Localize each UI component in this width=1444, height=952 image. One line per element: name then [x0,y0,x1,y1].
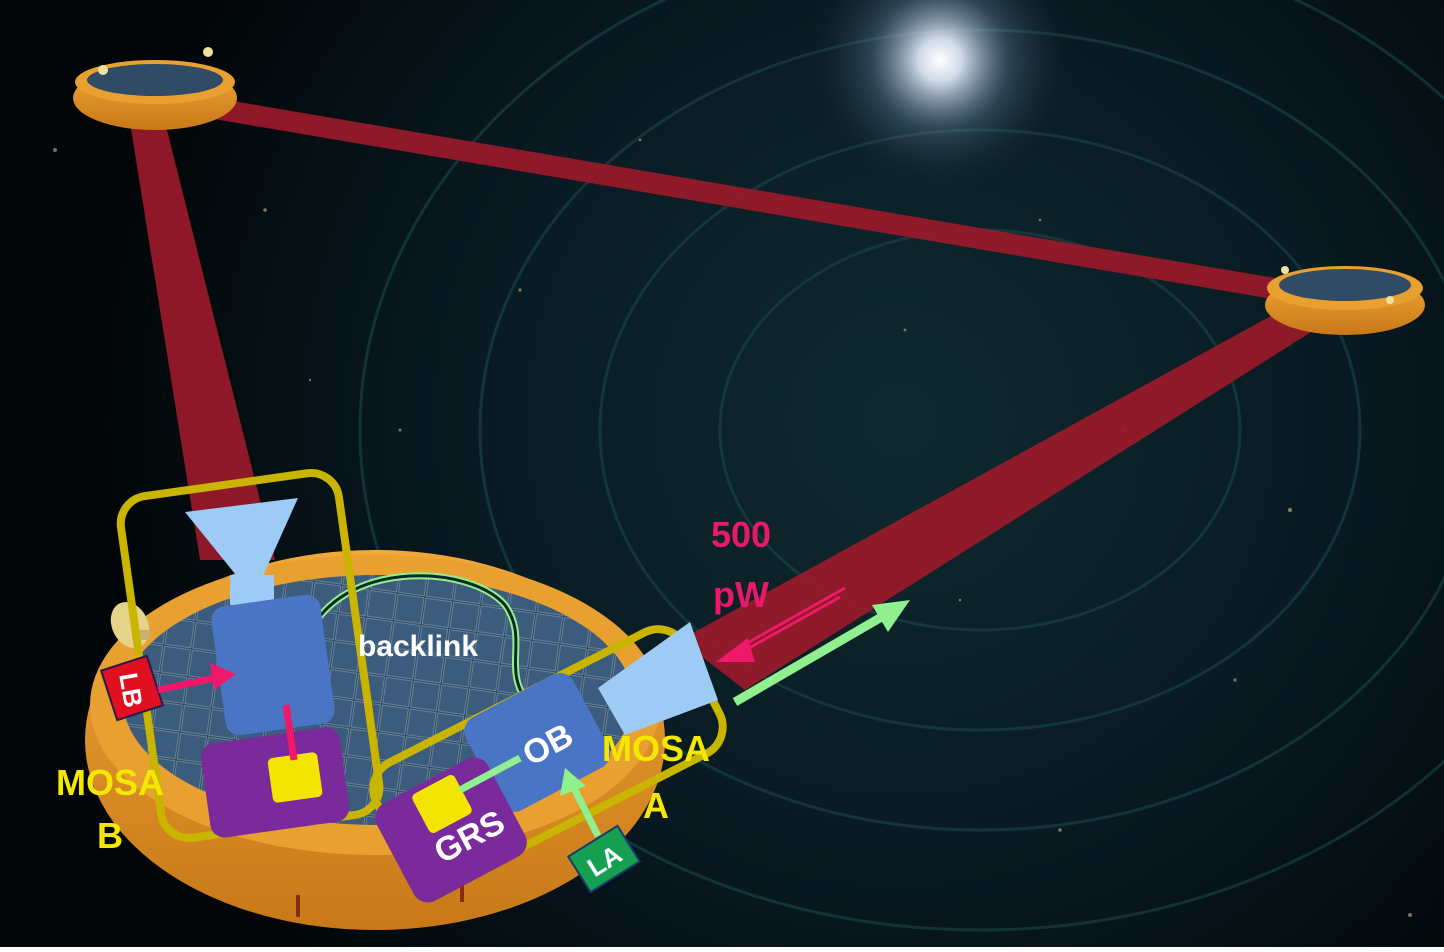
backlink-fibre [308,572,534,709]
mosa-b-telescope [185,498,298,580]
mosa-b-label-line1: MOSA [56,762,164,803]
mosa-a-label-line2: A [643,785,669,826]
mosa-b-optical-bench [211,594,335,736]
backlink-label: backlink [358,630,478,663]
mosa-a-grs [375,757,527,903]
mosa-a-link [458,754,522,794]
stars [53,138,1412,917]
outgoing-beam-arrow [732,600,910,706]
laser-lb: LB [99,654,165,722]
distant-star-glow [800,0,1080,200]
mosa-a-label-line1: MOSA [602,728,710,769]
laser-links [128,80,1330,690]
incoming-power-arrow [716,586,846,662]
spacecraft-far-right [1265,266,1425,335]
mosa-a-test-mass [412,775,472,833]
mosa-b-test-mass [267,752,323,803]
spacecraft-far-left [73,47,237,130]
power-value-label: 500 [711,514,771,555]
laser-arrow-icon [157,663,236,694]
mosa-b-label-line2: B [97,815,123,856]
power-unit-label: pW [713,574,769,615]
lb-label: LB [113,670,149,709]
mosa-b-link [282,704,298,761]
mosa-a-telescope [598,622,718,735]
